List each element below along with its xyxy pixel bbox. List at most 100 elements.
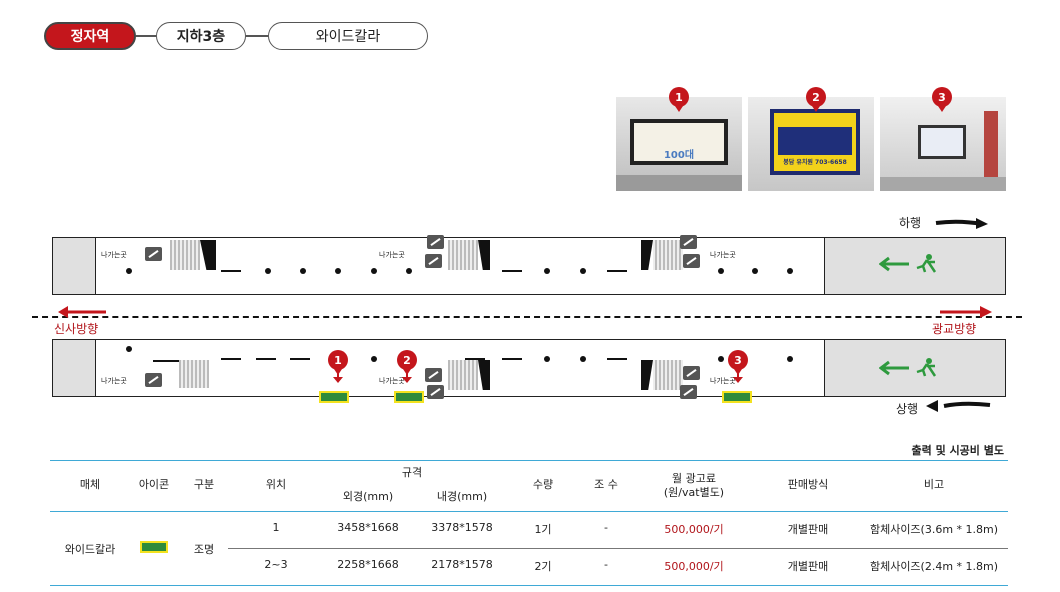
- platform-top-left-end: [53, 238, 96, 294]
- platform-edge-segment: [465, 358, 485, 360]
- running-man-icon: [878, 254, 937, 273]
- platform-top-right-end: [824, 238, 1005, 294]
- column-dot: [126, 346, 132, 352]
- row1-fee: 500,000/기: [664, 523, 724, 536]
- header-sales: 판매방식: [787, 478, 829, 491]
- row2-remarks: 함체사이즈(2.4m * 1.8m): [869, 560, 999, 573]
- station-badge[interactable]: 정자역: [44, 22, 136, 50]
- header-position: 위치: [265, 478, 287, 491]
- stair-block: [653, 360, 683, 390]
- exit-label: 나가는곳: [101, 251, 127, 259]
- exit-icon: [878, 254, 939, 274]
- header-quantity: 수량: [532, 478, 554, 491]
- exit-label: 나가는곳: [710, 251, 736, 259]
- header-spec: 규격: [401, 466, 423, 479]
- photo-2-ad-panel: [778, 127, 852, 155]
- column-dot: [718, 268, 724, 274]
- ad-sign-1[interactable]: [319, 391, 349, 403]
- photo-3-number-pin: 3: [932, 87, 952, 112]
- platform-edge-segment: [607, 358, 627, 360]
- up-arrow-icon: [926, 400, 991, 412]
- escalator-icon: [680, 235, 697, 249]
- platform-bottom-left-end: [53, 340, 96, 396]
- photo-1[interactable]: 100대: [616, 97, 742, 191]
- marker-2-pin[interactable]: 2: [397, 350, 417, 375]
- marker-1-pin[interactable]: 1: [328, 350, 348, 375]
- photo-1-number-pin: 1: [669, 87, 689, 112]
- escalator-icon: [425, 254, 442, 268]
- marker-1-arrow-icon: [333, 370, 343, 383]
- platform-edge-segment: [256, 358, 276, 360]
- running-man-icon: [878, 358, 937, 377]
- header-fee-line2: (원/vat별도): [663, 486, 725, 499]
- row1-remarks: 함체사이즈(3.6m * 1.8m): [869, 523, 999, 536]
- column-dot: [300, 268, 306, 274]
- platform-top: 나가는곳 나가는곳 나가는곳: [52, 235, 1006, 295]
- breadcrumb-connector-2: [246, 35, 268, 37]
- category-cell: 조명: [193, 543, 215, 556]
- right-arrow-icon: [940, 306, 992, 318]
- right-direction-label: 광교방향: [932, 322, 977, 336]
- row1-count: -: [604, 521, 608, 534]
- platform-edge-segment: [153, 360, 179, 362]
- escalator-icon: [425, 368, 442, 382]
- escalator-icon: [145, 373, 162, 387]
- escalator-icon: [427, 385, 444, 399]
- column-dot: [752, 268, 758, 274]
- column-dot: [580, 356, 586, 362]
- header-media: 매체: [79, 478, 101, 491]
- row2-inner: 2178*1578: [431, 558, 493, 571]
- platform-bottom: 나가는곳 나가는곳 나가는곳: [52, 339, 1006, 399]
- floor-badge[interactable]: 지하3층: [156, 22, 246, 50]
- platform-edge-segment: [502, 358, 522, 360]
- table-bottom-border: [50, 585, 1008, 586]
- column-dot: [718, 356, 724, 362]
- column-dot: [265, 268, 271, 274]
- row1-position: 1: [272, 521, 280, 534]
- escalator-icon: [683, 366, 700, 380]
- exit-label: 나가는곳: [101, 377, 127, 385]
- column-dot: [371, 356, 377, 362]
- escalator-icon: [680, 385, 697, 399]
- marker-3-pin[interactable]: 3: [728, 350, 748, 375]
- column-dot: [580, 268, 586, 274]
- header-icon: 아이콘: [138, 478, 170, 491]
- photo-2-ad-phone: 봉담 유치원 703-6658: [783, 159, 847, 166]
- photo-2[interactable]: 봉담 유치원 703-6658: [748, 97, 874, 191]
- left-arrow-icon: [58, 306, 106, 318]
- column-dot: [126, 268, 132, 274]
- row2-position: 2~3: [264, 558, 288, 571]
- left-direction-label: 신사방향: [54, 322, 99, 336]
- row2-outer: 2258*1668: [337, 558, 399, 571]
- photo-3[interactable]: [880, 97, 1006, 191]
- exit-label: 나가는곳: [710, 377, 736, 385]
- column-dot: [787, 356, 793, 362]
- ad-sign-3[interactable]: [722, 391, 752, 403]
- photo-1-ad-text: 100대: [663, 150, 695, 161]
- photo-3-pillar: [984, 111, 998, 191]
- row2-sales: 개별판매: [787, 560, 829, 573]
- row1-inner: 3378*1578: [431, 521, 493, 534]
- exit-label: 나가는곳: [379, 377, 405, 385]
- column-dot: [787, 268, 793, 274]
- platform-edge-segment: [221, 358, 241, 360]
- stair-end: [200, 240, 216, 270]
- media-badge[interactable]: 와이드칼라: [268, 22, 428, 50]
- stair-start: [641, 360, 653, 390]
- stair-end: [478, 360, 490, 390]
- column-dot: [544, 356, 550, 362]
- platform-edge-segment: [221, 270, 241, 272]
- escalator-icon: [145, 247, 162, 261]
- photo-3-ad: [921, 128, 963, 156]
- stair-start: [641, 240, 653, 270]
- escalator-icon: [683, 254, 700, 268]
- header-count: 조 수: [594, 478, 618, 491]
- media-icon-swatch: [140, 541, 168, 553]
- column-dot: [371, 268, 377, 274]
- marker-2-arrow-icon: [402, 370, 412, 383]
- row2-quantity: 2기: [534, 560, 552, 573]
- header-fee-line1: 월 광고료: [672, 472, 716, 485]
- ad-sign-2[interactable]: [394, 391, 424, 403]
- breadcrumb-connector-1: [136, 35, 156, 37]
- column-dot: [335, 268, 341, 274]
